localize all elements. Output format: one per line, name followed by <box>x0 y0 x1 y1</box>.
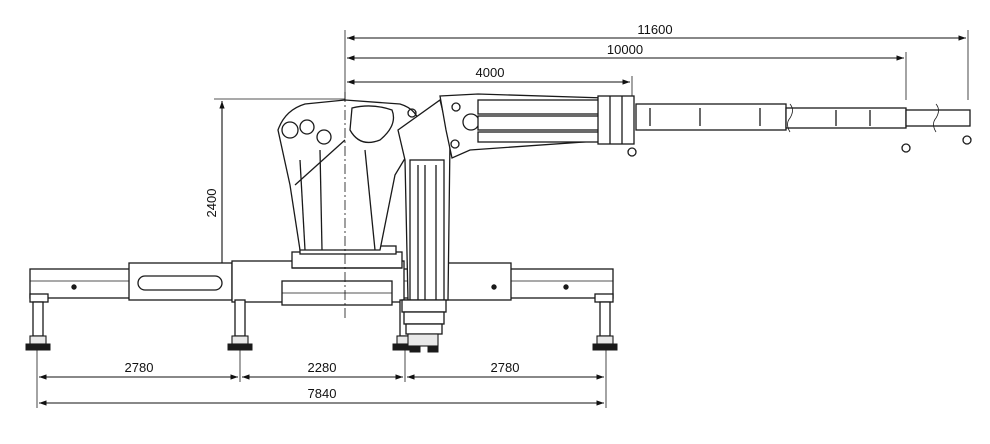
dim-label-2400: 2400 <box>204 189 219 218</box>
crane-column <box>277 99 421 251</box>
dim-label-4000: 4000 <box>476 65 505 80</box>
dim-label-2780-left: 2780 <box>125 360 154 375</box>
dimension-labels: 11600 10000 4000 2400 2780 2280 2780 784… <box>125 22 673 401</box>
outer-boom <box>439 93 972 159</box>
dim-label-2780-right: 2780 <box>491 360 520 375</box>
dimension-lines <box>36 30 969 408</box>
dim-label-2280: 2280 <box>308 360 337 375</box>
outrigger-legs <box>25 299 618 351</box>
dim-label-7840: 7840 <box>308 386 337 401</box>
dim-label-10000: 10000 <box>607 42 643 57</box>
dim-label-11600: 11600 <box>637 22 672 37</box>
inner-boom <box>397 98 451 353</box>
